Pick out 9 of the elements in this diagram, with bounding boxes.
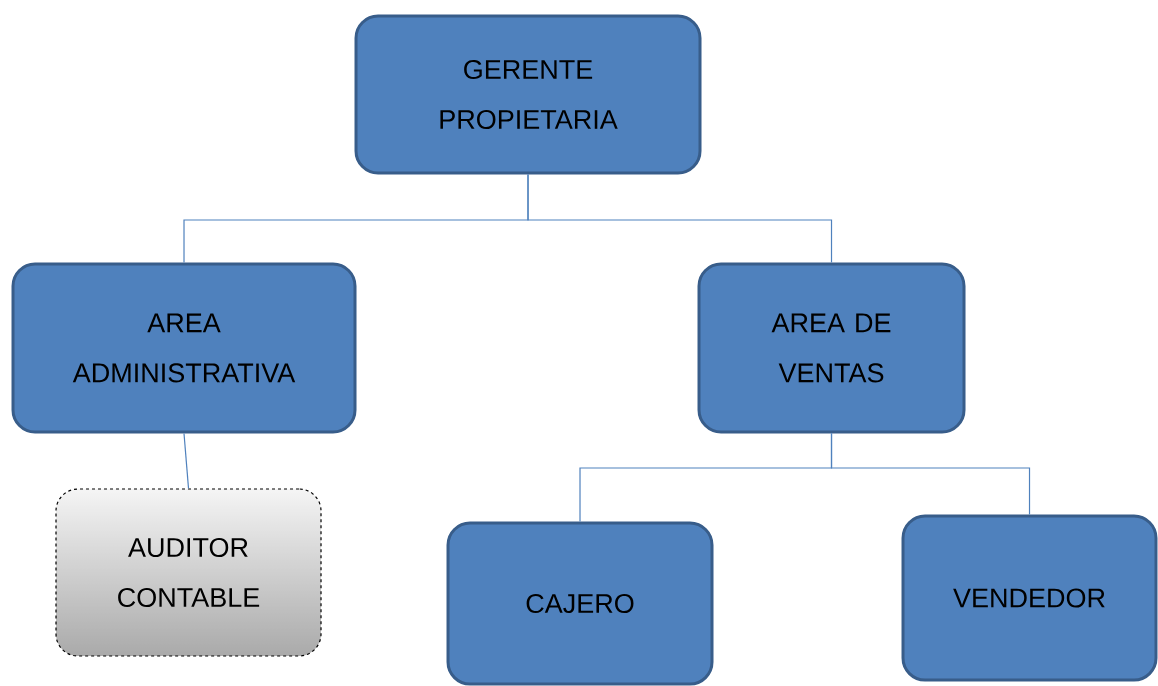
connector-line bbox=[183, 432, 190, 489]
connector-line bbox=[527, 173, 833, 264]
org-box: GERENTE PROPIETARIA bbox=[354, 14, 702, 175]
org-box: AREA DE VENTAS bbox=[697, 262, 966, 434]
org-box: AREA ADMINISTRATIVA bbox=[11, 262, 357, 434]
org-box: VENDEDOR bbox=[901, 514, 1158, 682]
dashed-box: AUDITOR CONTABLE bbox=[55, 488, 322, 657]
connector-line bbox=[830, 432, 1031, 516]
org-box: CAJERO bbox=[446, 521, 714, 686]
